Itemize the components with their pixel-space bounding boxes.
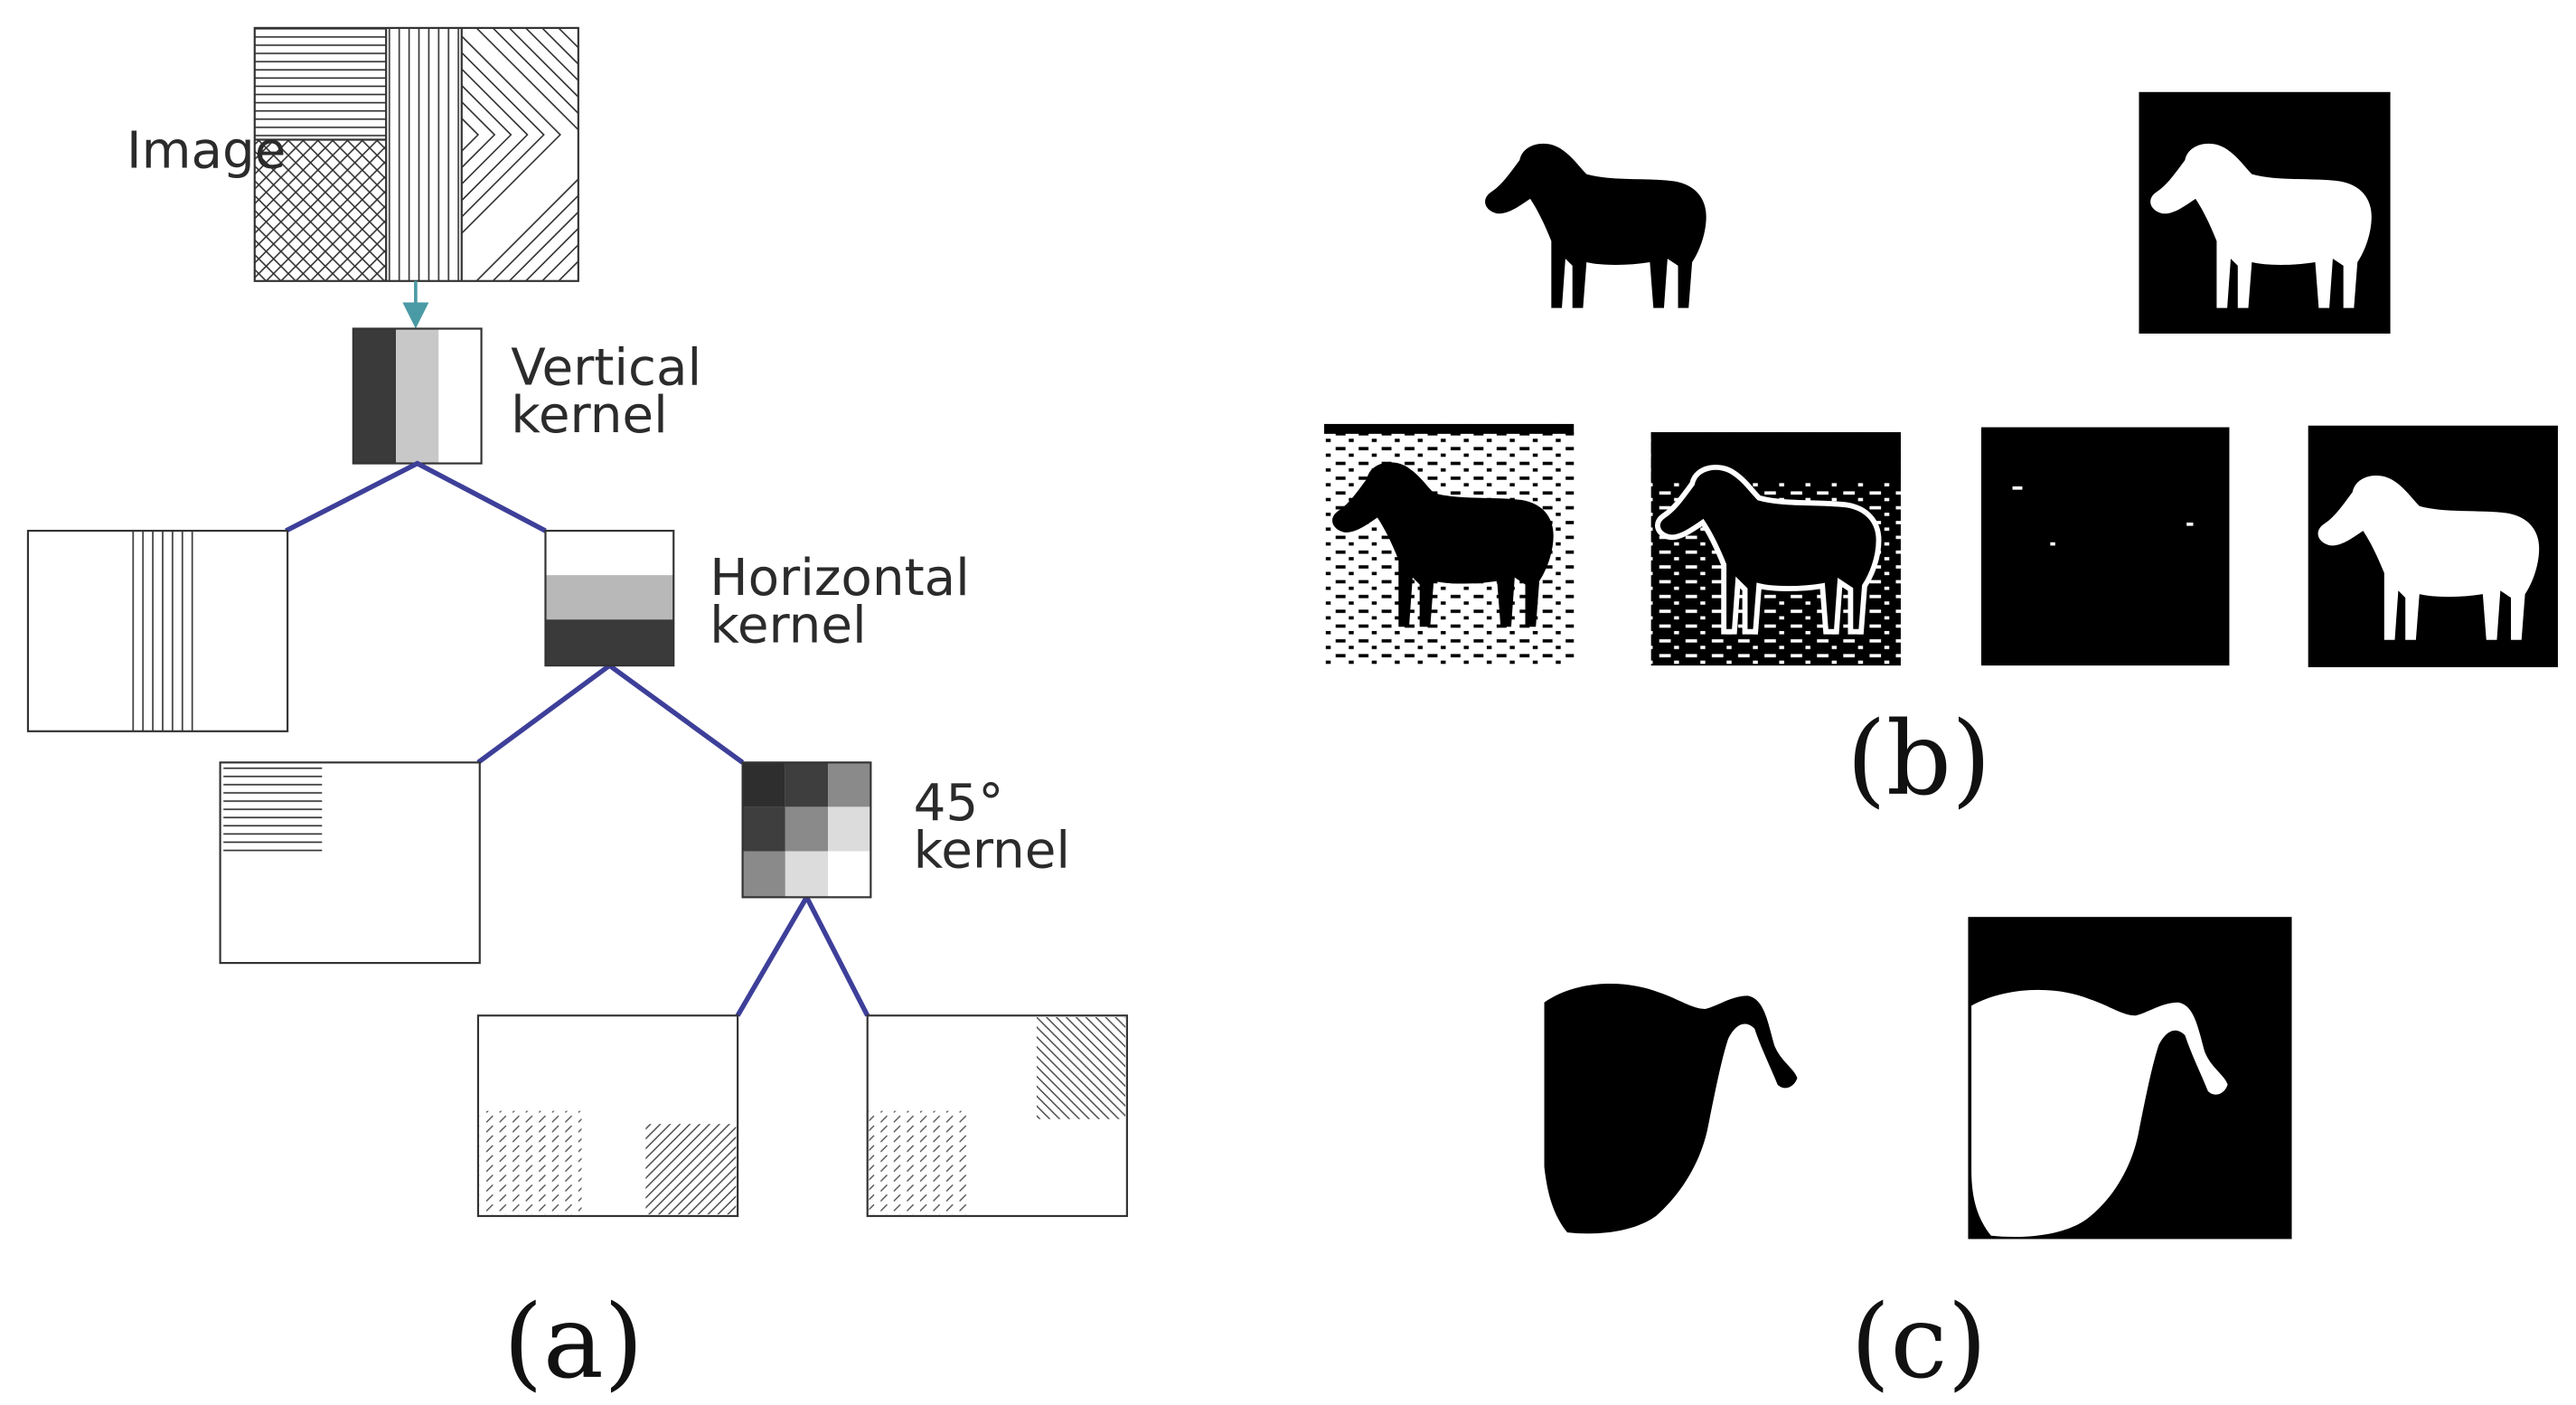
vertical-response-output	[26, 529, 289, 732]
binary-segment-3	[1981, 427, 2230, 666]
horizontal-kernel-label-line2: kernel	[710, 597, 866, 655]
vertical-kernel-label-line1: Vertical	[511, 338, 701, 397]
horizontal-kernel	[544, 529, 675, 667]
diagonal-response-output-right	[866, 1014, 1128, 1218]
horizontal-response-output	[219, 761, 481, 965]
panel-a: Image Vertical kernel	[26, 26, 1128, 1401]
panel-b: r·nj∂ (b)	[1323, 91, 2558, 818]
source-image	[253, 26, 579, 282]
binary-segment-4	[2308, 425, 2558, 667]
caption-b: (b)	[1847, 699, 1991, 818]
horse-mask-black: r·nj∂	[1485, 143, 1706, 308]
panel-c: (c)	[1544, 917, 2292, 1401]
horse-mask-inverted	[2139, 91, 2391, 334]
vertical-kernel-label-line2: kernel	[511, 386, 667, 445]
closeup-mask-inverted	[1968, 917, 2292, 1240]
closeup-mask-black	[1544, 983, 1798, 1234]
svg-text:r·nj∂: r·nj∂	[1602, 266, 1633, 283]
binary-segment-1	[1323, 423, 1575, 667]
caption-c: (c)	[1850, 1282, 1987, 1401]
vertical-kernel	[352, 327, 483, 465]
caption-a: (a)	[503, 1282, 644, 1401]
binary-segment-2	[1650, 432, 1901, 666]
diagonal-kernel	[741, 761, 872, 899]
image-label: Image	[127, 121, 286, 180]
diagonal-kernel-label-line1: 45°	[914, 774, 1004, 833]
horizontal-kernel-label-line1: Horizontal	[710, 549, 970, 608]
diagonal-kernel-label-line2: kernel	[914, 822, 1070, 881]
diagonal-response-output-left	[476, 1014, 739, 1218]
